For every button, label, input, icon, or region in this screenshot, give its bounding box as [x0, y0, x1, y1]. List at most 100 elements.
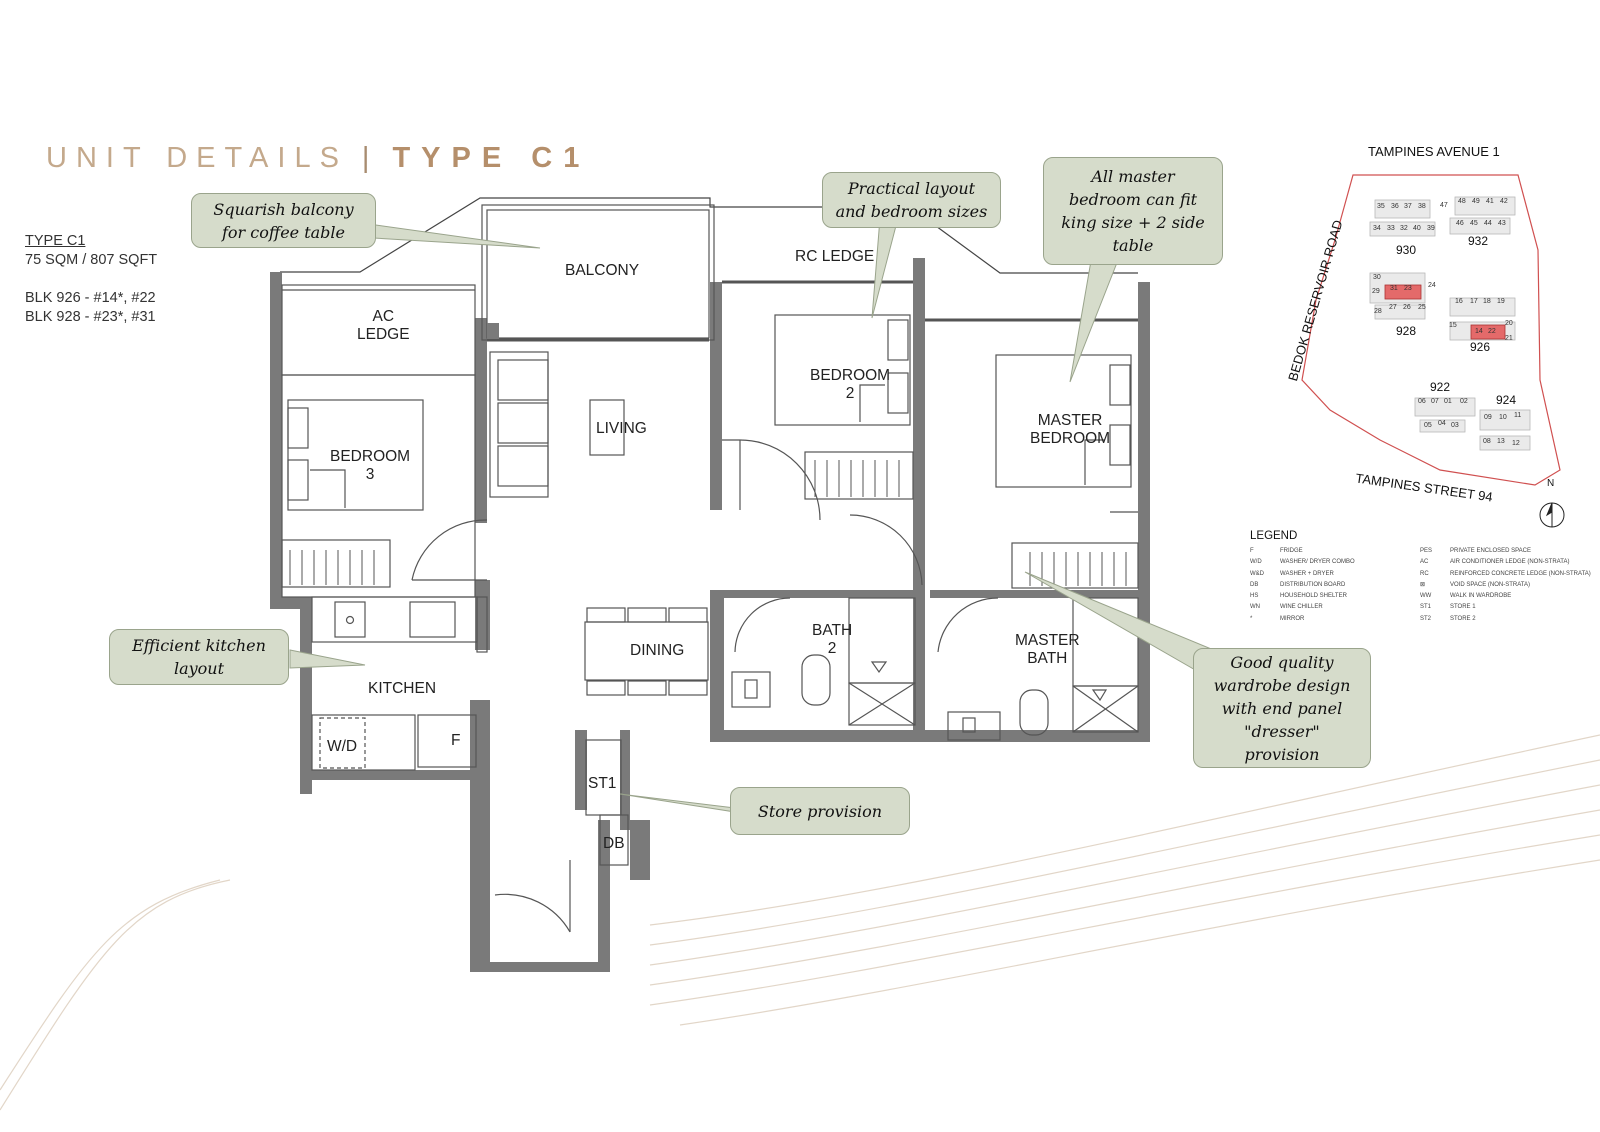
site-unit-number: 33	[1387, 225, 1395, 232]
site-unit-number: 11	[1514, 412, 1522, 419]
site-unit-number: 43	[1498, 220, 1506, 227]
site-unit-number: 27	[1389, 304, 1397, 311]
site-unit-number: 48	[1458, 198, 1466, 205]
roof-outline	[280, 197, 1138, 274]
highlighted-units	[1384, 284, 1506, 340]
site-unit-number: 04	[1438, 420, 1446, 427]
room-fridge: F	[451, 732, 461, 749]
unit-info: TYPE C1 75 SQM / 807 SQFT BLK 926 - #14*…	[25, 232, 157, 327]
internal-lines	[281, 204, 1139, 933]
site-unit-number: 49	[1472, 198, 1480, 205]
site-unit-number: 46	[1456, 220, 1464, 227]
legend-title: LEGEND	[1250, 530, 1298, 542]
room-db: DB	[603, 835, 625, 852]
block-924: 924	[1496, 393, 1517, 407]
page-title: UNIT DETAILS|TYPE C1	[46, 142, 591, 174]
unit-type-label: TYPE C1	[25, 233, 86, 249]
site-unit-number: 38	[1418, 203, 1426, 210]
block-line: BLK 926 - #14*, #22	[25, 290, 156, 306]
site-unit-number: 13	[1497, 438, 1505, 445]
site-unit-number: 41	[1486, 198, 1494, 205]
decorative-lines	[0, 734, 1600, 1111]
site-unit-number: 03	[1451, 422, 1459, 429]
room-dining: DINING	[630, 642, 685, 659]
site-unit-number: 34	[1373, 225, 1381, 232]
block-926: 926	[1470, 340, 1491, 354]
room-kitchen: KITCHEN	[368, 680, 437, 697]
north-arrow-icon	[1539, 502, 1565, 528]
site-unit-number: 22	[1488, 328, 1496, 335]
site-unit-number: 21	[1505, 335, 1513, 342]
room-wd: W/D	[327, 738, 358, 755]
site-unit-number: 31	[1390, 285, 1398, 292]
site-unit-number: 35	[1377, 203, 1385, 210]
legend-item: *MIRROR	[1250, 615, 1305, 622]
room-store-1: ST1	[588, 775, 617, 792]
callout-pointers	[289, 217, 1251, 813]
site-unit-number: 14	[1475, 328, 1483, 335]
site-unit-number: 40	[1413, 225, 1421, 232]
site-unit-number: 01	[1444, 398, 1452, 405]
site-unit-number: 09	[1484, 414, 1492, 421]
north-label: N	[1547, 478, 1555, 489]
site-unit-number: 28	[1374, 308, 1382, 315]
site-unit-number: 06	[1418, 398, 1426, 405]
site-unit-number: 30	[1373, 274, 1381, 281]
site-unit-number: 23	[1404, 285, 1412, 292]
site-unit-number: 20	[1505, 320, 1513, 327]
site-unit-number: 25	[1418, 304, 1426, 311]
site-unit-number: 16	[1455, 298, 1463, 305]
site-unit-number: 32	[1400, 225, 1408, 232]
room-rc-ledge: RC LEDGE	[795, 248, 875, 265]
callout-store: Store provision	[730, 787, 910, 835]
block-928: 928	[1396, 324, 1417, 338]
block-932: 932	[1468, 234, 1489, 248]
block-line: BLK 928 - #23*, #31	[25, 309, 156, 325]
road-north: TAMPINES AVENUE 1	[1368, 144, 1500, 159]
block-930: 930	[1396, 243, 1417, 257]
site-unit-number: 15	[1449, 322, 1457, 329]
wardrobe-slats	[289, 460, 1127, 586]
site-unit-number: 08	[1483, 438, 1491, 445]
legend-item: ⊠VOID SPACE (NON-STRATA)	[1420, 581, 1531, 588]
walls	[270, 258, 1150, 972]
site-unit-number: 26	[1403, 304, 1411, 311]
site-unit-number: 24	[1428, 282, 1436, 289]
site-plan	[1301, 174, 1561, 486]
site-unit-number: 12	[1512, 440, 1520, 447]
unit-type-title: TYPE C1	[392, 142, 591, 174]
site-unit-number: 10	[1499, 414, 1507, 421]
unit-area: 75 SQM / 807 SQFT	[25, 252, 158, 268]
site-unit-number: 18	[1483, 298, 1491, 305]
site-unit-number: 07	[1431, 398, 1439, 405]
site-unit-number: 37	[1404, 203, 1412, 210]
site-unit-number: 42	[1500, 198, 1508, 205]
site-unit-number: 44	[1484, 220, 1492, 227]
site-unit-number: 02	[1460, 398, 1468, 405]
